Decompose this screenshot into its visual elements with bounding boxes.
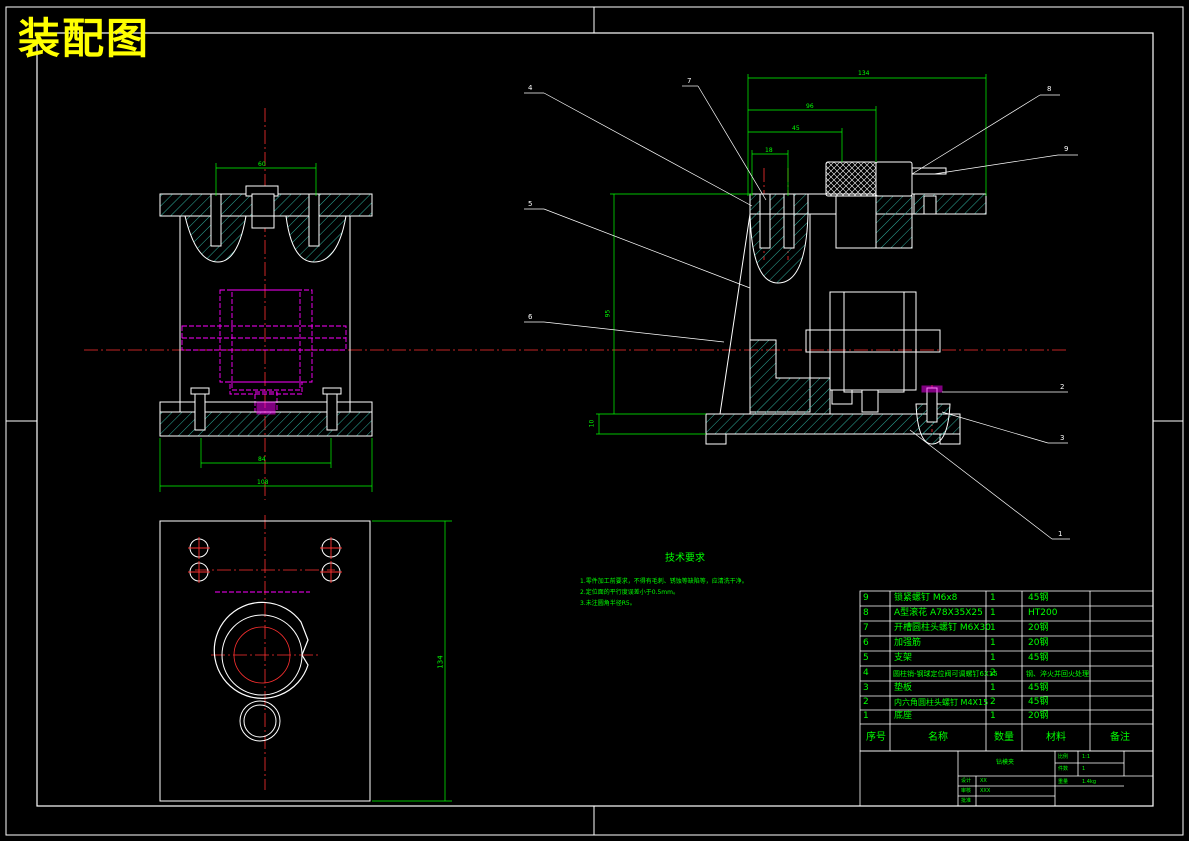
balloon-8: 8 xyxy=(1047,85,1052,93)
balloon-4: 4 xyxy=(528,84,533,92)
bom-name: 加强筋 xyxy=(894,638,922,648)
bom-qty: 2 xyxy=(990,697,996,707)
front-view xyxy=(159,185,373,437)
title-block-sheet-value: 1 xyxy=(1082,766,1086,772)
bom-name: A型滚花 A78X35X25 xyxy=(894,608,983,618)
bom-header-name: 名称 xyxy=(928,732,948,743)
bom-header-material: 材料 xyxy=(1046,732,1066,743)
bom-no: 7 xyxy=(863,623,869,633)
bom-no: 5 xyxy=(863,653,869,663)
bom-qty: 2 xyxy=(990,668,996,678)
dim-base-thickness: 10 xyxy=(588,419,596,428)
balloon-7: 7 xyxy=(687,77,692,85)
title-block-weight-label: 重量 xyxy=(1058,779,1069,785)
bom-qty: 1 xyxy=(990,623,996,633)
bom-name: 内六角圆柱头螺钉 M4X15 xyxy=(894,698,989,707)
bom-qty: 1 xyxy=(990,683,996,693)
dim-overall-length: 134 xyxy=(858,70,870,77)
bom-name: 圆柱销-钢球定位阀可调螺钉6X15 xyxy=(893,670,998,678)
bom-no: 6 xyxy=(863,638,869,648)
front-view-dimensions xyxy=(159,163,373,492)
tech-note-3: 3.未注圆角半径R5。 xyxy=(580,600,636,607)
tech-requirements-heading: 技术要求 xyxy=(665,553,705,564)
bom-qty: 1 xyxy=(990,653,996,663)
title-block-checker-label: 审核 xyxy=(961,788,972,794)
bom-no: 8 xyxy=(863,608,869,618)
bom-header-note: 备注 xyxy=(1110,732,1130,743)
side-view xyxy=(705,161,987,445)
bom-header-no: 序号 xyxy=(866,732,886,743)
dim-base-width: 108 xyxy=(257,479,269,486)
balloon-3: 3 xyxy=(1060,434,1065,442)
balloon-9: 9 xyxy=(1064,145,1069,153)
title-block-checker-value: XXX xyxy=(980,788,991,794)
title-block-designer-value: XX xyxy=(980,778,987,784)
dim-side-height: 95 xyxy=(604,309,612,318)
bom-material: HT200 xyxy=(1028,608,1058,618)
dim-top-bolt-spacing: 60 xyxy=(258,161,266,168)
title-block-grid xyxy=(859,750,1154,807)
leader-lines xyxy=(524,85,1078,540)
bom-qty: 1 xyxy=(990,711,996,721)
bom-name: 底座 xyxy=(894,711,913,721)
bom-material: 45钢 xyxy=(1028,593,1049,603)
side-view-dimensions xyxy=(596,74,987,435)
bom-no: 4 xyxy=(863,668,869,678)
title-block-weight-value: 1.4kg xyxy=(1082,779,1097,785)
bom-no: 9 xyxy=(863,593,869,603)
bom-material: 45钢 xyxy=(1028,653,1049,663)
balloon-5: 5 xyxy=(528,200,533,208)
dim-base-bolt-spacing: 84 xyxy=(258,456,266,463)
bom-no: 2 xyxy=(863,697,869,707)
title-block-drawing-name: 钻模夹 xyxy=(996,759,1015,766)
bom-material: 20钢 xyxy=(1028,638,1049,648)
bom-header-qty: 数量 xyxy=(994,732,1014,743)
bom-qty: 1 xyxy=(990,593,996,603)
plan-view-dimensions xyxy=(372,520,452,802)
tech-note-2: 2.定位面的平行度误差小于0.5mm。 xyxy=(580,589,679,596)
bom-material: 45钢 xyxy=(1028,697,1049,707)
tech-note-1: 1.零件加工前要求，不得有毛刺、锈蚀等缺陷等，应清洗干净。 xyxy=(580,578,748,585)
bom-name: 开槽圆柱头螺钉 M6X30 xyxy=(894,623,991,633)
title-block-sheet-label: 件数 xyxy=(1058,766,1069,772)
balloon-6: 6 xyxy=(528,313,533,321)
dim-side-96: 96 xyxy=(806,103,814,110)
balloon-2: 2 xyxy=(1060,383,1065,391)
bom-qty: 1 xyxy=(990,638,996,648)
bom-qty: 1 xyxy=(990,608,996,618)
dim-side-18: 18 xyxy=(765,147,773,154)
title-block-designer-label: 设计 xyxy=(961,778,972,784)
sheet-frame xyxy=(5,6,1184,836)
bom-material: 20钢 xyxy=(1028,711,1049,721)
dim-plan-height: 134 xyxy=(436,655,445,669)
bom-no: 3 xyxy=(863,683,869,693)
bom-name: 垫板 xyxy=(894,683,913,693)
plan-view xyxy=(159,520,371,802)
bom-name: 支架 xyxy=(894,653,913,663)
bom-name: 锁紧螺钉 M6x8 xyxy=(894,593,958,603)
drawing-title: 装配图 xyxy=(18,14,151,63)
bom-material: 45钢 xyxy=(1028,683,1049,693)
title-block-scale-value: 1:1 xyxy=(1082,754,1091,760)
bom-no: 1 xyxy=(863,711,869,721)
bom-material: 20钢 xyxy=(1028,623,1049,633)
balloon-1: 1 xyxy=(1058,530,1063,538)
bom-material: 钢、淬火并回火处理 xyxy=(1026,670,1089,678)
title-block-approver-label: 批准 xyxy=(961,798,972,804)
dim-side-45: 45 xyxy=(792,125,800,132)
title-block-scale-label: 比例 xyxy=(1058,754,1069,760)
